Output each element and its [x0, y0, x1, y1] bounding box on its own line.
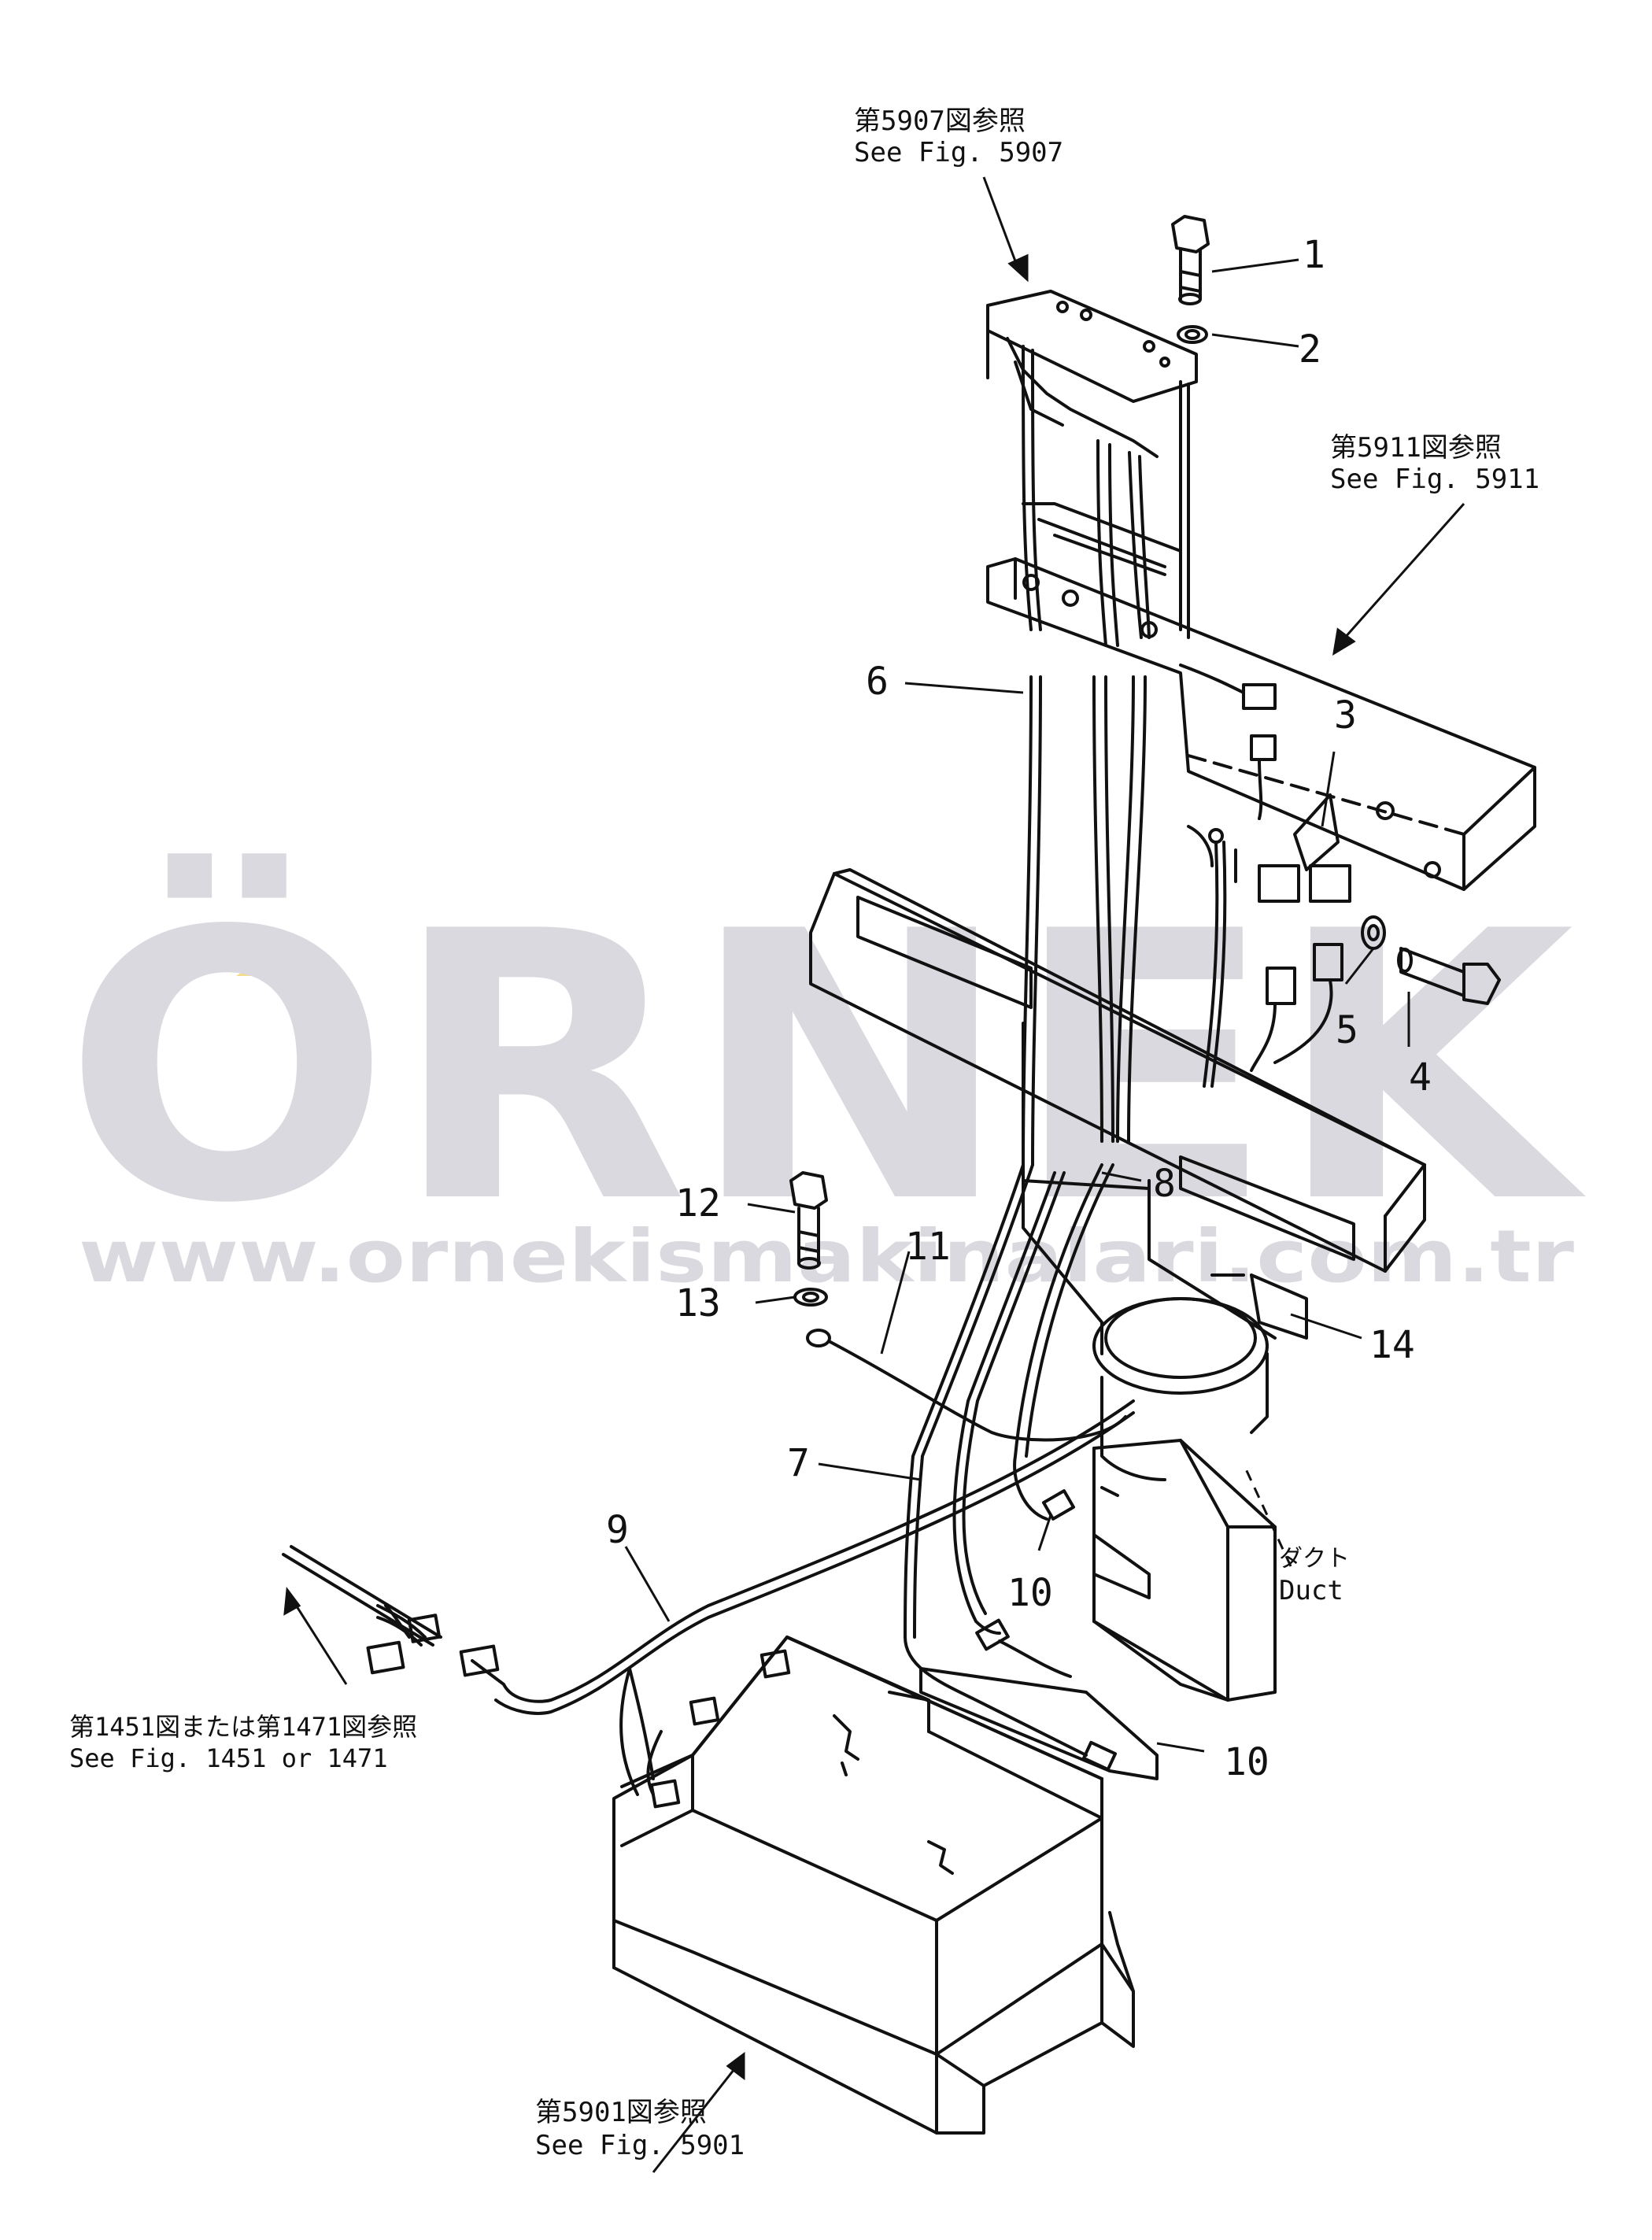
- label-14-plate: [1250, 1273, 1308, 1340]
- harness-9: [282, 1399, 1135, 1809]
- watermark-brand: ÖRNEK: [63, 849, 1588, 1284]
- callout-3: 3: [1334, 693, 1357, 737]
- duct-label-en: Duct: [1279, 1575, 1343, 1606]
- ref-1451-en: See Fig. 1451 or 1471: [69, 1743, 388, 1773]
- cross-beam: [986, 502, 1536, 891]
- ref-5907-jp: 第5907図参照: [854, 105, 1026, 137]
- ref-5907-en: See Fig. 5907: [854, 137, 1063, 168]
- duct: [1022, 1179, 1308, 1702]
- callout-6: 6: [866, 660, 889, 704]
- drawing-lines: [282, 215, 1536, 2135]
- ref-5901-en: See Fig. 5901: [535, 2130, 745, 2161]
- bottom-housing: [612, 1636, 1135, 2135]
- ref-5911-en: See Fig. 5911: [1330, 464, 1539, 495]
- callout-11: 11: [905, 1225, 951, 1269]
- ground-wire-11: [806, 1329, 1127, 1442]
- watermark-accent-left: [150, 944, 201, 976]
- callout-12: 12: [675, 1181, 721, 1225]
- washer-2: [1177, 325, 1208, 344]
- harness-7: [904, 1163, 1159, 1780]
- ref-5901-jp: 第5901図参照: [535, 2097, 707, 2128]
- callout-2: 2: [1299, 327, 1321, 371]
- bolt-4: [1397, 947, 1501, 1005]
- watermark-accent-right: [236, 944, 283, 976]
- bolt-12: [789, 1171, 828, 1270]
- reference-labels: 第5907図参照 See Fig. 5907 第5911図参照 See Fig.…: [69, 105, 1539, 2161]
- harness-6: [1022, 345, 1151, 1166]
- top-panel: [986, 290, 1198, 639]
- lower-housing: [809, 868, 1426, 1273]
- callout-10a: 10: [1007, 1571, 1053, 1615]
- watermark: ÖRNEK www.ornekismakinalari.com.tr: [63, 849, 1588, 1299]
- ref-5911-jp: 第5911図参照: [1330, 432, 1502, 464]
- callout-9: 9: [606, 1508, 629, 1552]
- callout-8: 8: [1153, 1162, 1176, 1206]
- bolt-1: [1171, 215, 1210, 305]
- duct-label-jp: ダクト: [1279, 1545, 1350, 1573]
- watermark-url: www.ornekismakinalari.com.tr: [79, 1214, 1575, 1299]
- callout-1: 1: [1303, 233, 1325, 277]
- callout-14: 14: [1369, 1323, 1415, 1367]
- ref-1451-jp: 第1451図または第1471図参照: [69, 1712, 417, 1742]
- callout-7: 7: [787, 1441, 810, 1485]
- callout-5: 5: [1336, 1008, 1358, 1052]
- callout-10b: 10: [1224, 1740, 1269, 1784]
- callout-4: 4: [1409, 1055, 1432, 1100]
- callouts: 1 2 3 4 5 6 7 8 9 10 10 11 12 13 14: [606, 233, 1432, 1784]
- leader-lines: [283, 176, 1465, 2173]
- callout-13: 13: [675, 1281, 721, 1325]
